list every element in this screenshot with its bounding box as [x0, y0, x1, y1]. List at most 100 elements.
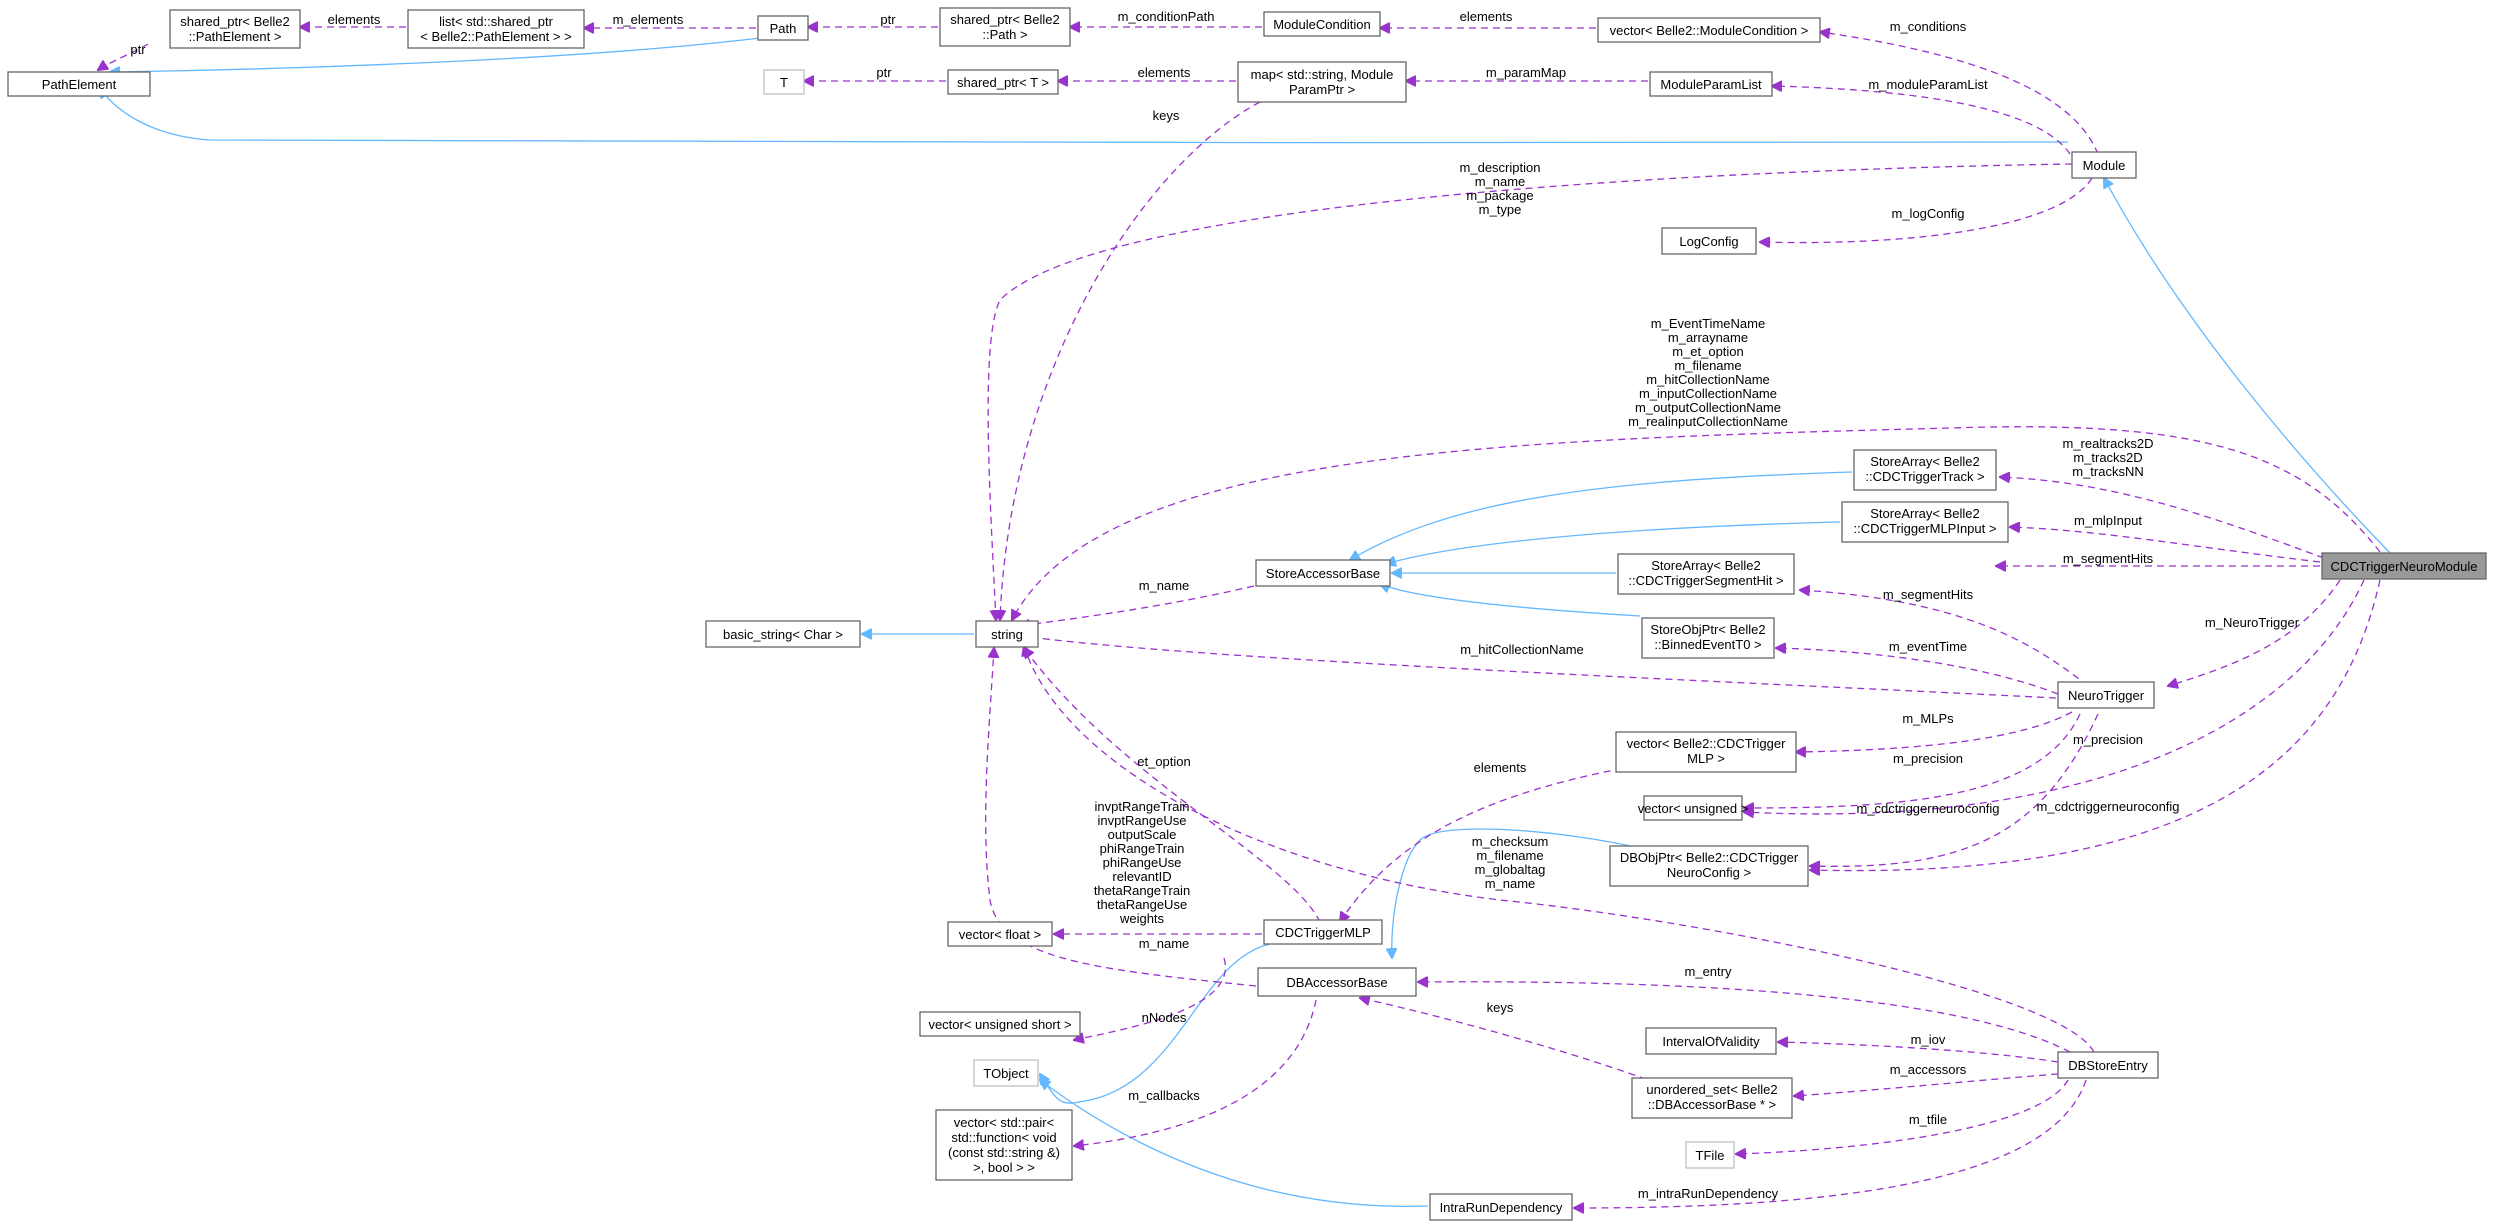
node-list-shared-ptr-path-element[interactable]: list< std::shared_ptr < Belle2::PathElem… — [407, 9, 585, 49]
node-interval-of-validity[interactable]: IntervalOfValidity — [1645, 1027, 1777, 1055]
node-label: MLP > — [1687, 751, 1725, 766]
node-intra-run-dependency[interactable]: IntraRunDependency — [1429, 1193, 1573, 1221]
node-db-obj-ptr-neuro-config[interactable]: DBObjPtr< Belle2::CDCTrigger NeuroConfig… — [1609, 845, 1809, 887]
edge-module-strings — [987, 163, 2073, 620]
node-basic-string[interactable]: basic_string< Char > — [705, 620, 861, 648]
edge-label: m_cdctriggerneuroconfig — [2036, 799, 2179, 814]
edge-label: m_MLPs — [1902, 711, 1954, 726]
edge-label: m_globaltag — [1475, 862, 1546, 877]
edge-label: m_moduleParamList — [1868, 77, 1988, 92]
node-module[interactable]: Module — [2071, 151, 2137, 179]
edge-label: m_callbacks — [1128, 1088, 1200, 1103]
node-cdc-trigger-mlp[interactable]: CDCTriggerMLP — [1263, 919, 1383, 945]
node-label: StoreArray< Belle2 — [1870, 454, 1979, 469]
node-label: vector< unsigned short > — [928, 1017, 1071, 1032]
node-tfile[interactable]: TFile — [1685, 1141, 1735, 1169]
edge-mlp-n-nodes — [1074, 957, 1227, 1040]
edge-label: m_realinputCollectionName — [1628, 414, 1788, 429]
node-shared-ptr-path[interactable]: shared_ptr< Belle2 ::Path > — [939, 7, 1071, 47]
node-shared-ptr-t[interactable]: shared_ptr< T > — [947, 69, 1059, 95]
edge-db-entry-intra-run — [1574, 1079, 2087, 1208]
edge-neuro-module-tracks — [2000, 477, 2325, 559]
edge-label: m_name — [1139, 936, 1190, 951]
node-label: StoreArray< Belle2 — [1870, 506, 1979, 521]
node-label: >, bool > > — [973, 1160, 1035, 1175]
node-label: PathElement — [42, 77, 117, 92]
node-log-config[interactable]: LogConfig — [1661, 227, 1757, 255]
edge-label: ptr — [880, 12, 896, 27]
node-vector-cdc-trigger-mlp[interactable]: vector< Belle2::CDCTrigger MLP > — [1615, 731, 1797, 773]
edge-label: nNodes — [1142, 1010, 1187, 1025]
node-label: ::BinnedEventT0 > — [1654, 637, 1761, 652]
edge-module-to-path-element — [100, 88, 2069, 144]
edge-label: m_name — [1475, 174, 1526, 189]
edge-label: m_NeuroTrigger — [2205, 615, 2300, 630]
node-label: ::CDCTriggerTrack > — [1865, 469, 1984, 484]
node-label: DBStoreEntry — [2068, 1058, 2148, 1073]
edge-label: phiRangeTrain — [1100, 841, 1185, 856]
node-vector-float[interactable]: vector< float > — [947, 921, 1053, 947]
node-label: NeuroConfig > — [1667, 865, 1751, 880]
edge-label: m_precision — [2073, 732, 2143, 747]
edge-module-log-config — [1760, 177, 2093, 243]
node-store-array-mlp-input[interactable]: StoreArray< Belle2 ::CDCTriggerMLPInput … — [1841, 501, 2009, 543]
node-map-module-param[interactable]: map< std::string, Module ParamPtr > — [1237, 61, 1407, 103]
edge-label: m_eventTime — [1889, 639, 1967, 654]
node-store-accessor-base[interactable]: StoreAccessorBase — [1255, 559, 1391, 587]
node-db-accessor-base[interactable]: DBAccessorBase — [1257, 967, 1417, 997]
edge-label: m_tracksNN — [2072, 464, 2144, 479]
node-unordered-set-db-accessor[interactable]: unordered_set< Belle2 ::DBAccessorBase *… — [1631, 1077, 1793, 1119]
node-vector-unsigned[interactable]: vector< unsigned > — [1638, 795, 1749, 821]
node-label: vector< Belle2::CDCTrigger — [1627, 736, 1786, 751]
edge-label: m_cdctriggerneuroconfig — [1856, 801, 1999, 816]
edge-track-to-store-accessor — [1350, 471, 1853, 560]
node-vector-pair-callbacks[interactable]: vector< std::pair< std::function< void (… — [935, 1109, 1073, 1181]
edge-label: m_iov — [1911, 1032, 1946, 1047]
node-tobject[interactable]: TObject — [973, 1059, 1039, 1087]
edge-mlp-to-tobject — [1040, 943, 1271, 1104]
edge-module-conditions — [1820, 32, 2099, 155]
edge-label: m_hitCollectionName — [1646, 372, 1770, 387]
node-db-store-entry[interactable]: DBStoreEntry — [2057, 1051, 2159, 1079]
edge-db-accessor-callbacks — [1074, 999, 1317, 1146]
node-label: basic_string< Char > — [723, 627, 843, 642]
node-string[interactable]: string — [975, 620, 1039, 648]
node-label: shared_ptr< Belle2 — [950, 12, 1060, 27]
edge-label: elements — [1138, 65, 1191, 80]
node-t[interactable]: T — [763, 69, 805, 95]
edge-label: phiRangeUse — [1103, 855, 1182, 870]
edge-label: m_hitCollectionName — [1460, 642, 1584, 657]
node-shared-ptr-path-element[interactable]: shared_ptr< Belle2 ::PathElement > — [169, 9, 301, 49]
node-cdc-trigger-neuro-module[interactable]: CDCTriggerNeuroModule — [2321, 552, 2487, 580]
edge-label: thetaRangeUse — [1097, 897, 1187, 912]
node-store-array-track[interactable]: StoreArray< Belle2 ::CDCTriggerTrack > — [1853, 449, 1997, 491]
node-label: CDCTriggerMLP — [1275, 925, 1371, 940]
edge-label: m_checksum — [1472, 834, 1549, 849]
node-store-array-segment-hit[interactable]: StoreArray< Belle2 ::CDCTriggerSegmentHi… — [1617, 553, 1795, 595]
edge-store-accessor-name — [1020, 585, 1255, 626]
node-module-condition[interactable]: ModuleCondition — [1263, 11, 1381, 37]
edge-label: m_tracks2D — [2073, 450, 2142, 465]
edge-neuro-module-to-module — [2104, 178, 2391, 554]
edge-event-t0-to-store-accessor — [1380, 584, 1641, 617]
node-path-element[interactable]: PathElement — [7, 71, 151, 97]
node-label: CDCTriggerNeuroModule — [2331, 559, 2478, 574]
node-neuro-trigger[interactable]: NeuroTrigger — [2057, 681, 2155, 709]
node-label: ModuleCondition — [1273, 17, 1371, 32]
node-module-param-list[interactable]: ModuleParamList — [1649, 71, 1773, 97]
node-label: list< std::shared_ptr — [439, 14, 553, 29]
edge-label: m_description — [1460, 160, 1541, 175]
edge-label: thetaRangeTrain — [1094, 883, 1190, 898]
edge-neuro-trigger-event-time — [1776, 648, 2059, 695]
edge-label: m_EventTimeName — [1651, 316, 1765, 331]
node-vector-module-condition[interactable]: vector< Belle2::ModuleCondition > — [1597, 17, 1821, 43]
node-vector-unsigned-short[interactable]: vector< unsigned short > — [919, 1011, 1081, 1037]
node-label: vector< Belle2::ModuleCondition > — [1610, 23, 1809, 38]
edge-label: outputScale — [1108, 827, 1177, 842]
node-store-obj-ptr-event-t0[interactable]: StoreObjPtr< Belle2 ::BinnedEventT0 > — [1641, 617, 1775, 659]
edge-neuro-module-precision — [1744, 579, 2365, 814]
edge-neuro-trigger-hit-collection — [1022, 636, 2057, 699]
edge-label: m_intraRunDependency — [1638, 1186, 1779, 1201]
node-path[interactable]: Path — [757, 15, 809, 41]
edge-label: m_arrayname — [1668, 330, 1748, 345]
